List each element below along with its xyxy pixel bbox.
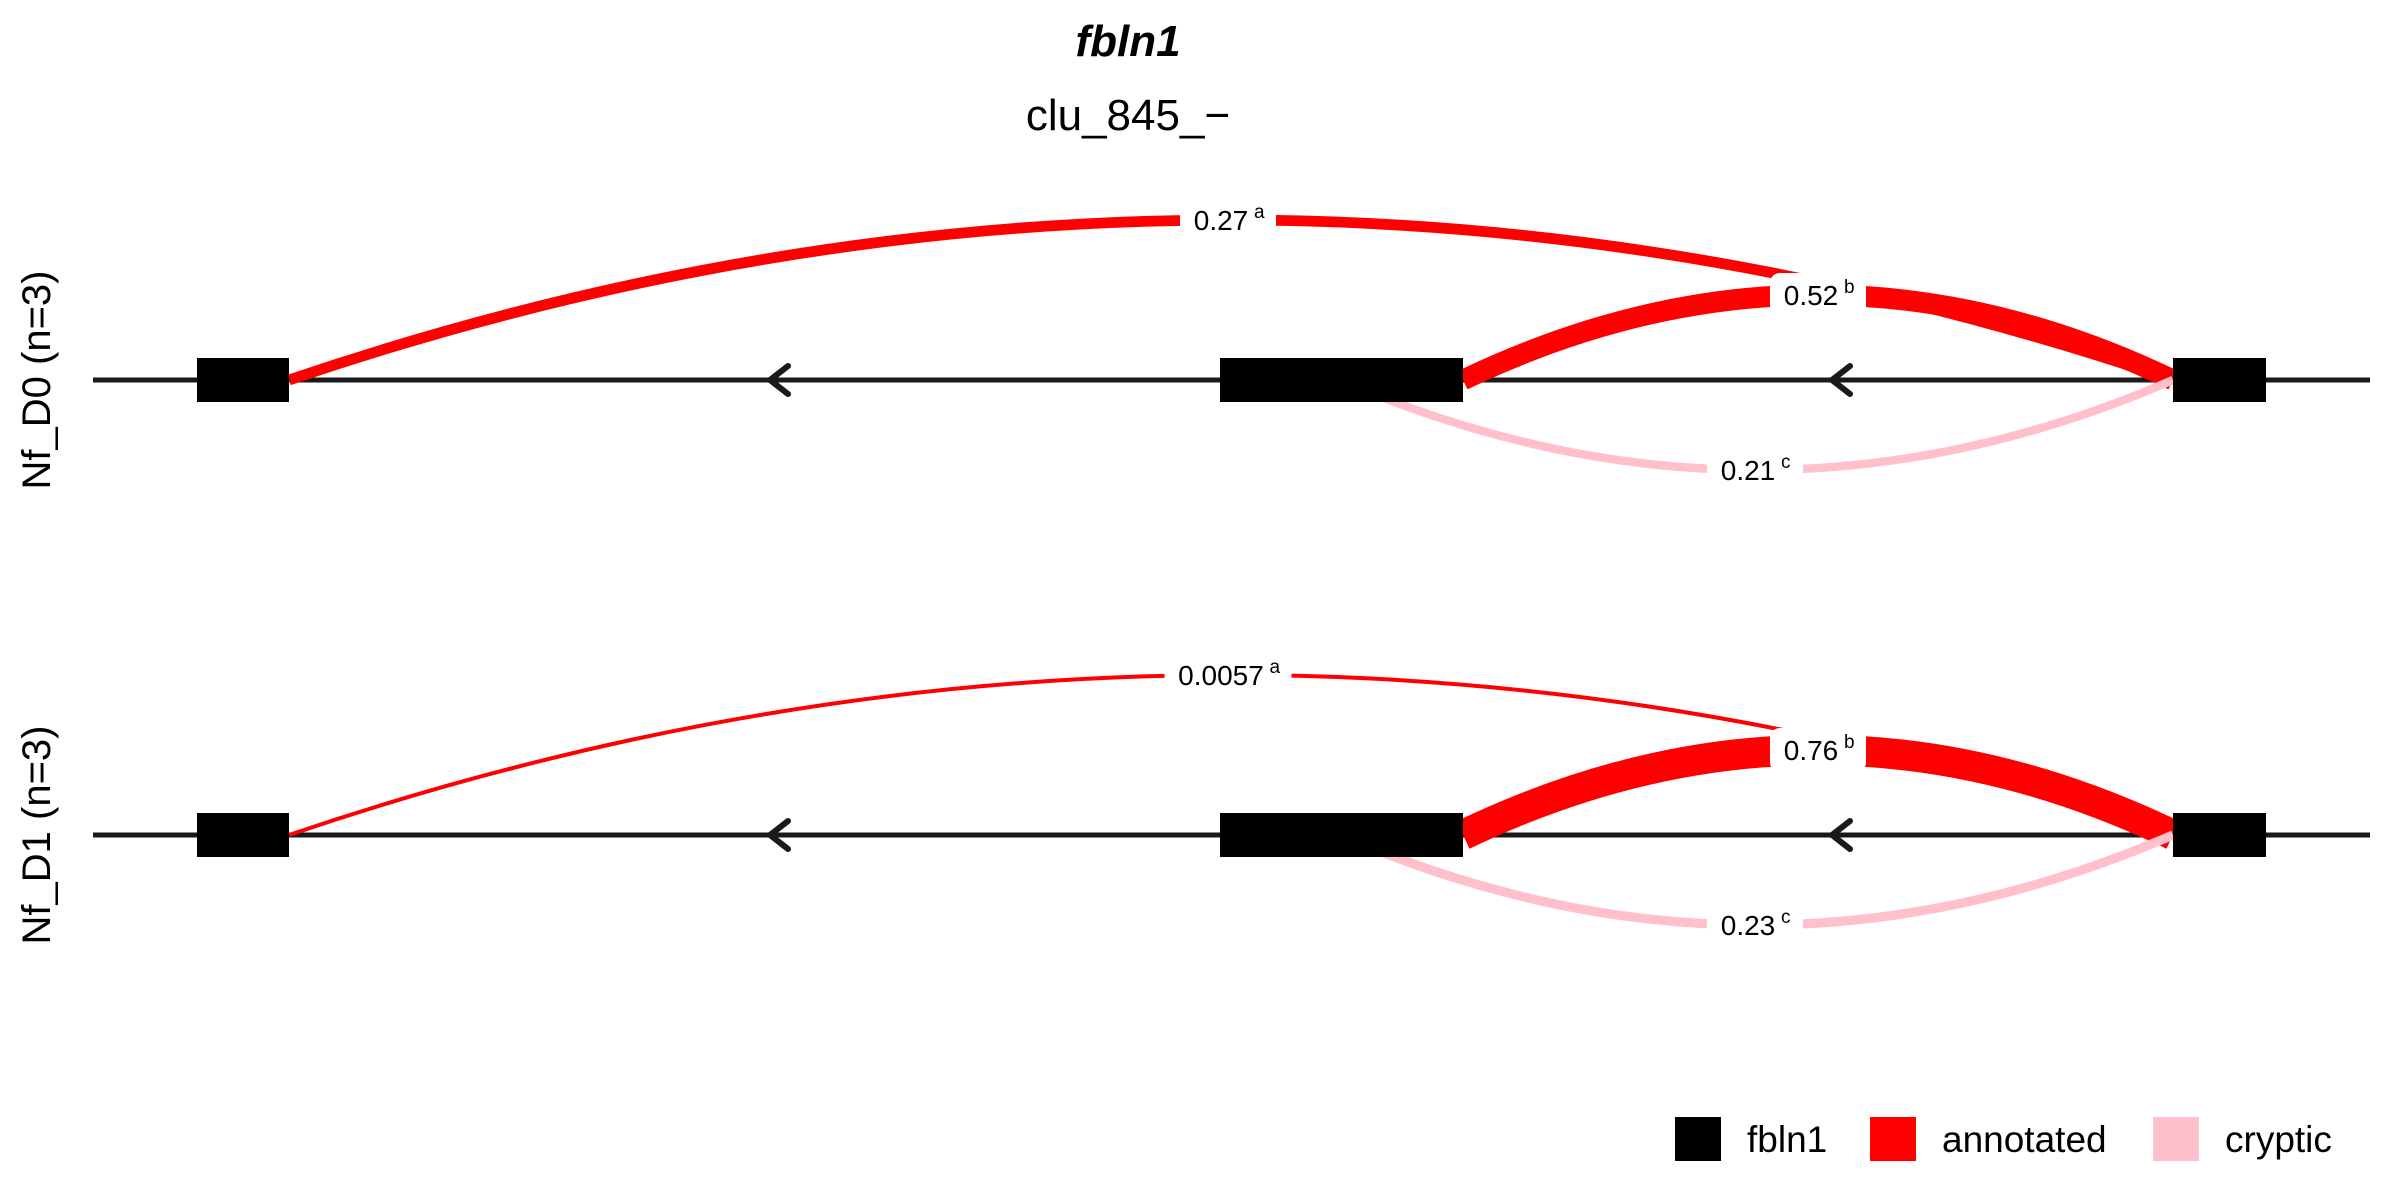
legend-item: fbln1 <box>1675 1117 1827 1161</box>
legend-label: annotated <box>1942 1119 2107 1160</box>
label-background <box>1770 273 1866 317</box>
junction-value: 0.27 <box>1194 205 1249 236</box>
panel-label: Nf_D1 (n=3) <box>15 726 59 945</box>
legend: fbln1 annotated cryptic <box>1675 1117 2332 1161</box>
label-background <box>1164 653 1292 698</box>
panel-label: Nf_D0 (n=3) <box>15 271 59 490</box>
junction-superscript: b <box>1844 277 1855 298</box>
exon-3 <box>2173 813 2266 857</box>
junction-superscript: a <box>1270 657 1281 678</box>
legend-swatch <box>2153 1117 2199 1161</box>
strand-arrow-icon <box>1827 818 1853 852</box>
exon-1 <box>197 813 289 857</box>
junction-superscript: c <box>1781 452 1791 473</box>
strand-arrow-icon <box>1827 363 1853 397</box>
junction-superscript: b <box>1844 732 1855 753</box>
junction-arcs <box>288 673 2180 930</box>
junction-value: 0.0057 <box>1178 660 1264 691</box>
label-background <box>1180 198 1276 243</box>
strand-arrow-icon <box>765 818 791 852</box>
figure-subtitle: clu_845_− <box>1026 91 1230 140</box>
legend-item: cryptic <box>2153 1117 2332 1161</box>
legend-label: cryptic <box>2225 1119 2332 1160</box>
exon-2 <box>1220 358 1463 402</box>
exon-2 <box>1220 813 1463 857</box>
strand-arrow-icon <box>765 363 791 397</box>
exon-3 <box>2173 358 2266 402</box>
junction-arcs <box>287 214 2178 475</box>
label-background <box>1707 447 1803 492</box>
legend-item: annotated <box>1870 1117 2107 1161</box>
junction-value: 0.21 <box>1721 455 1776 486</box>
label-background <box>1707 902 1803 947</box>
legend-label: fbln1 <box>1747 1119 1827 1160</box>
label-background <box>1770 728 1866 772</box>
junction-superscript: a <box>1254 202 1265 223</box>
junction-label-a: 0.0057 a <box>1164 653 1292 698</box>
junction-value: 0.52 <box>1784 280 1839 311</box>
legend-swatch <box>1675 1117 1721 1161</box>
exon-1 <box>197 358 289 402</box>
junction-value: 0.23 <box>1721 910 1776 941</box>
junction-superscript: c <box>1781 907 1791 928</box>
junction-value: 0.76 <box>1784 735 1839 766</box>
figure-title: fbln1 <box>1075 17 1180 66</box>
legend-swatch <box>1870 1117 1916 1161</box>
